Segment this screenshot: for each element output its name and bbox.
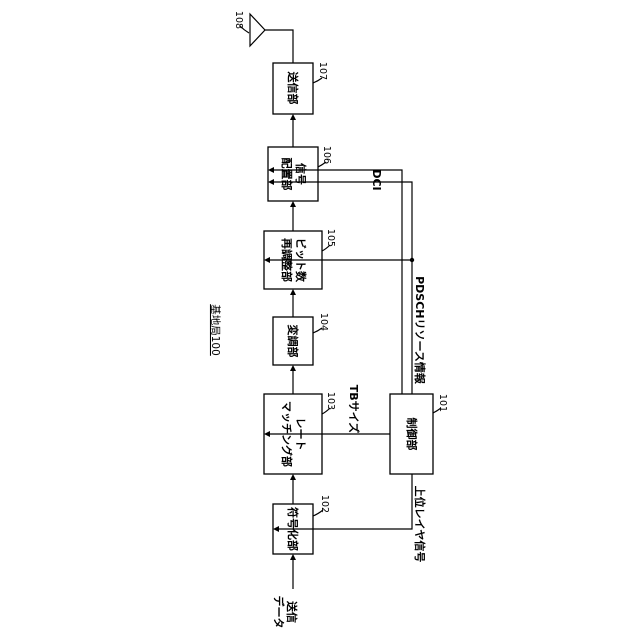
line-107-antenna [265,30,293,63]
block-controller: 制御部 101 [390,394,448,474]
block-rate-matching: レート マッチング部 103 [264,392,336,474]
block-encoder: 符号化部 102 [273,495,330,554]
signal-tb-size: TBサイズ [347,385,361,434]
antenna-icon: 108 [233,11,265,46]
block-modulator-label: 変調部 [286,325,300,358]
block-transmitter: 送信部 107 [273,62,328,114]
block-controller-label: 制御部 [405,418,419,451]
signal-dci: DCI [370,169,383,190]
block-bit-readjust-id: 105 [325,229,336,247]
input-arrowhead [290,554,296,560]
block-rate-matching-id: 103 [325,392,336,410]
signal-pdsch-resource: PDSCHリソース情報 [413,276,427,385]
block-signal-mapping: 信号 配置部 106 [268,146,332,201]
block-modulator-id: 104 [318,313,329,331]
block-transmitter-label: 送信部 [286,71,300,105]
input-label-line1: 送信 [285,600,299,623]
antenna-id: 108 [233,11,244,29]
block-signal-mapping-label2: 配置部 [280,158,294,191]
rotated-diagram: 基地局100 送信 データ 符号化部 102 レート マッチング部 103 [209,11,448,629]
block-modulator: 変調部 104 [273,313,329,365]
block-encoder-id: 102 [319,495,330,513]
signal-upper-layer: 上位レイヤ信号 [413,486,427,563]
block-bit-readjust: ビット数 再調整部 105 [264,229,336,289]
input-label-line2: データ [272,596,286,629]
diagram-title: 基地局100 [209,304,222,356]
block-transmitter-id: 107 [317,62,328,80]
block-signal-mapping-id: 106 [321,146,332,164]
